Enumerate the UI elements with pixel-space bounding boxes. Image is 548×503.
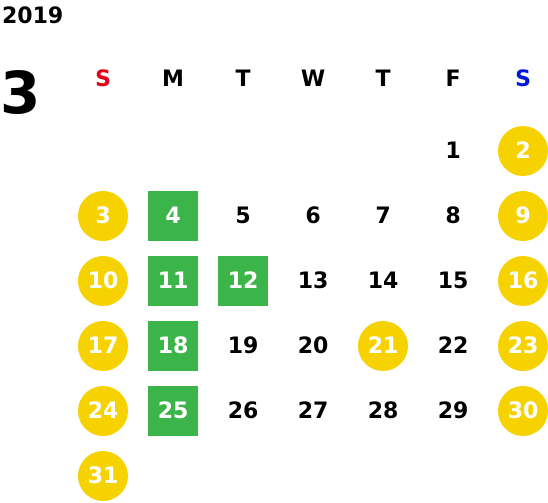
day-cell-12[interactable]: 12 (218, 256, 268, 306)
day-cell-18[interactable]: 18 (148, 321, 198, 371)
day-cell-1[interactable]: 1 (445, 138, 461, 164)
day-cell-15[interactable]: 15 (437, 268, 469, 294)
weekday-3: W (300, 67, 326, 92)
weekday-0: S (95, 67, 111, 92)
day-cell-19[interactable]: 19 (227, 333, 259, 359)
day-cell-11[interactable]: 11 (148, 256, 198, 306)
day-cell-4[interactable]: 4 (148, 191, 198, 241)
day-cell-27[interactable]: 27 (297, 398, 329, 424)
year-label: 2019 (2, 4, 64, 29)
day-cell-25[interactable]: 25 (148, 386, 198, 436)
day-cell-13[interactable]: 13 (297, 268, 329, 294)
weekday-4: T (375, 67, 391, 92)
day-cell-10[interactable]: 10 (78, 256, 128, 306)
day-cell-3[interactable]: 3 (78, 191, 128, 241)
weekday-6: S (515, 67, 531, 92)
month-number: 3 (0, 59, 41, 127)
day-cell-22[interactable]: 22 (437, 333, 469, 359)
day-cell-16[interactable]: 16 (498, 256, 548, 306)
day-cell-30[interactable]: 30 (498, 386, 548, 436)
day-cell-24[interactable]: 24 (78, 386, 128, 436)
day-cell-20[interactable]: 20 (297, 333, 329, 359)
day-cell-9[interactable]: 9 (498, 191, 548, 241)
day-cell-14[interactable]: 14 (367, 268, 399, 294)
day-cell-28[interactable]: 28 (367, 398, 399, 424)
day-cell-17[interactable]: 17 (78, 321, 128, 371)
day-cell-31[interactable]: 31 (78, 451, 128, 501)
day-cell-23[interactable]: 23 (498, 321, 548, 371)
day-cell-7[interactable]: 7 (375, 203, 391, 229)
weekday-1: M (162, 67, 184, 92)
day-cell-21[interactable]: 21 (358, 321, 408, 371)
weekday-2: T (235, 67, 251, 92)
weekday-5: F (445, 67, 461, 92)
day-cell-26[interactable]: 26 (227, 398, 259, 424)
day-cell-8[interactable]: 8 (445, 203, 461, 229)
day-cell-6[interactable]: 6 (305, 203, 321, 229)
day-cell-2[interactable]: 2 (498, 126, 548, 176)
day-cell-29[interactable]: 29 (437, 398, 469, 424)
day-cell-5[interactable]: 5 (235, 203, 251, 229)
